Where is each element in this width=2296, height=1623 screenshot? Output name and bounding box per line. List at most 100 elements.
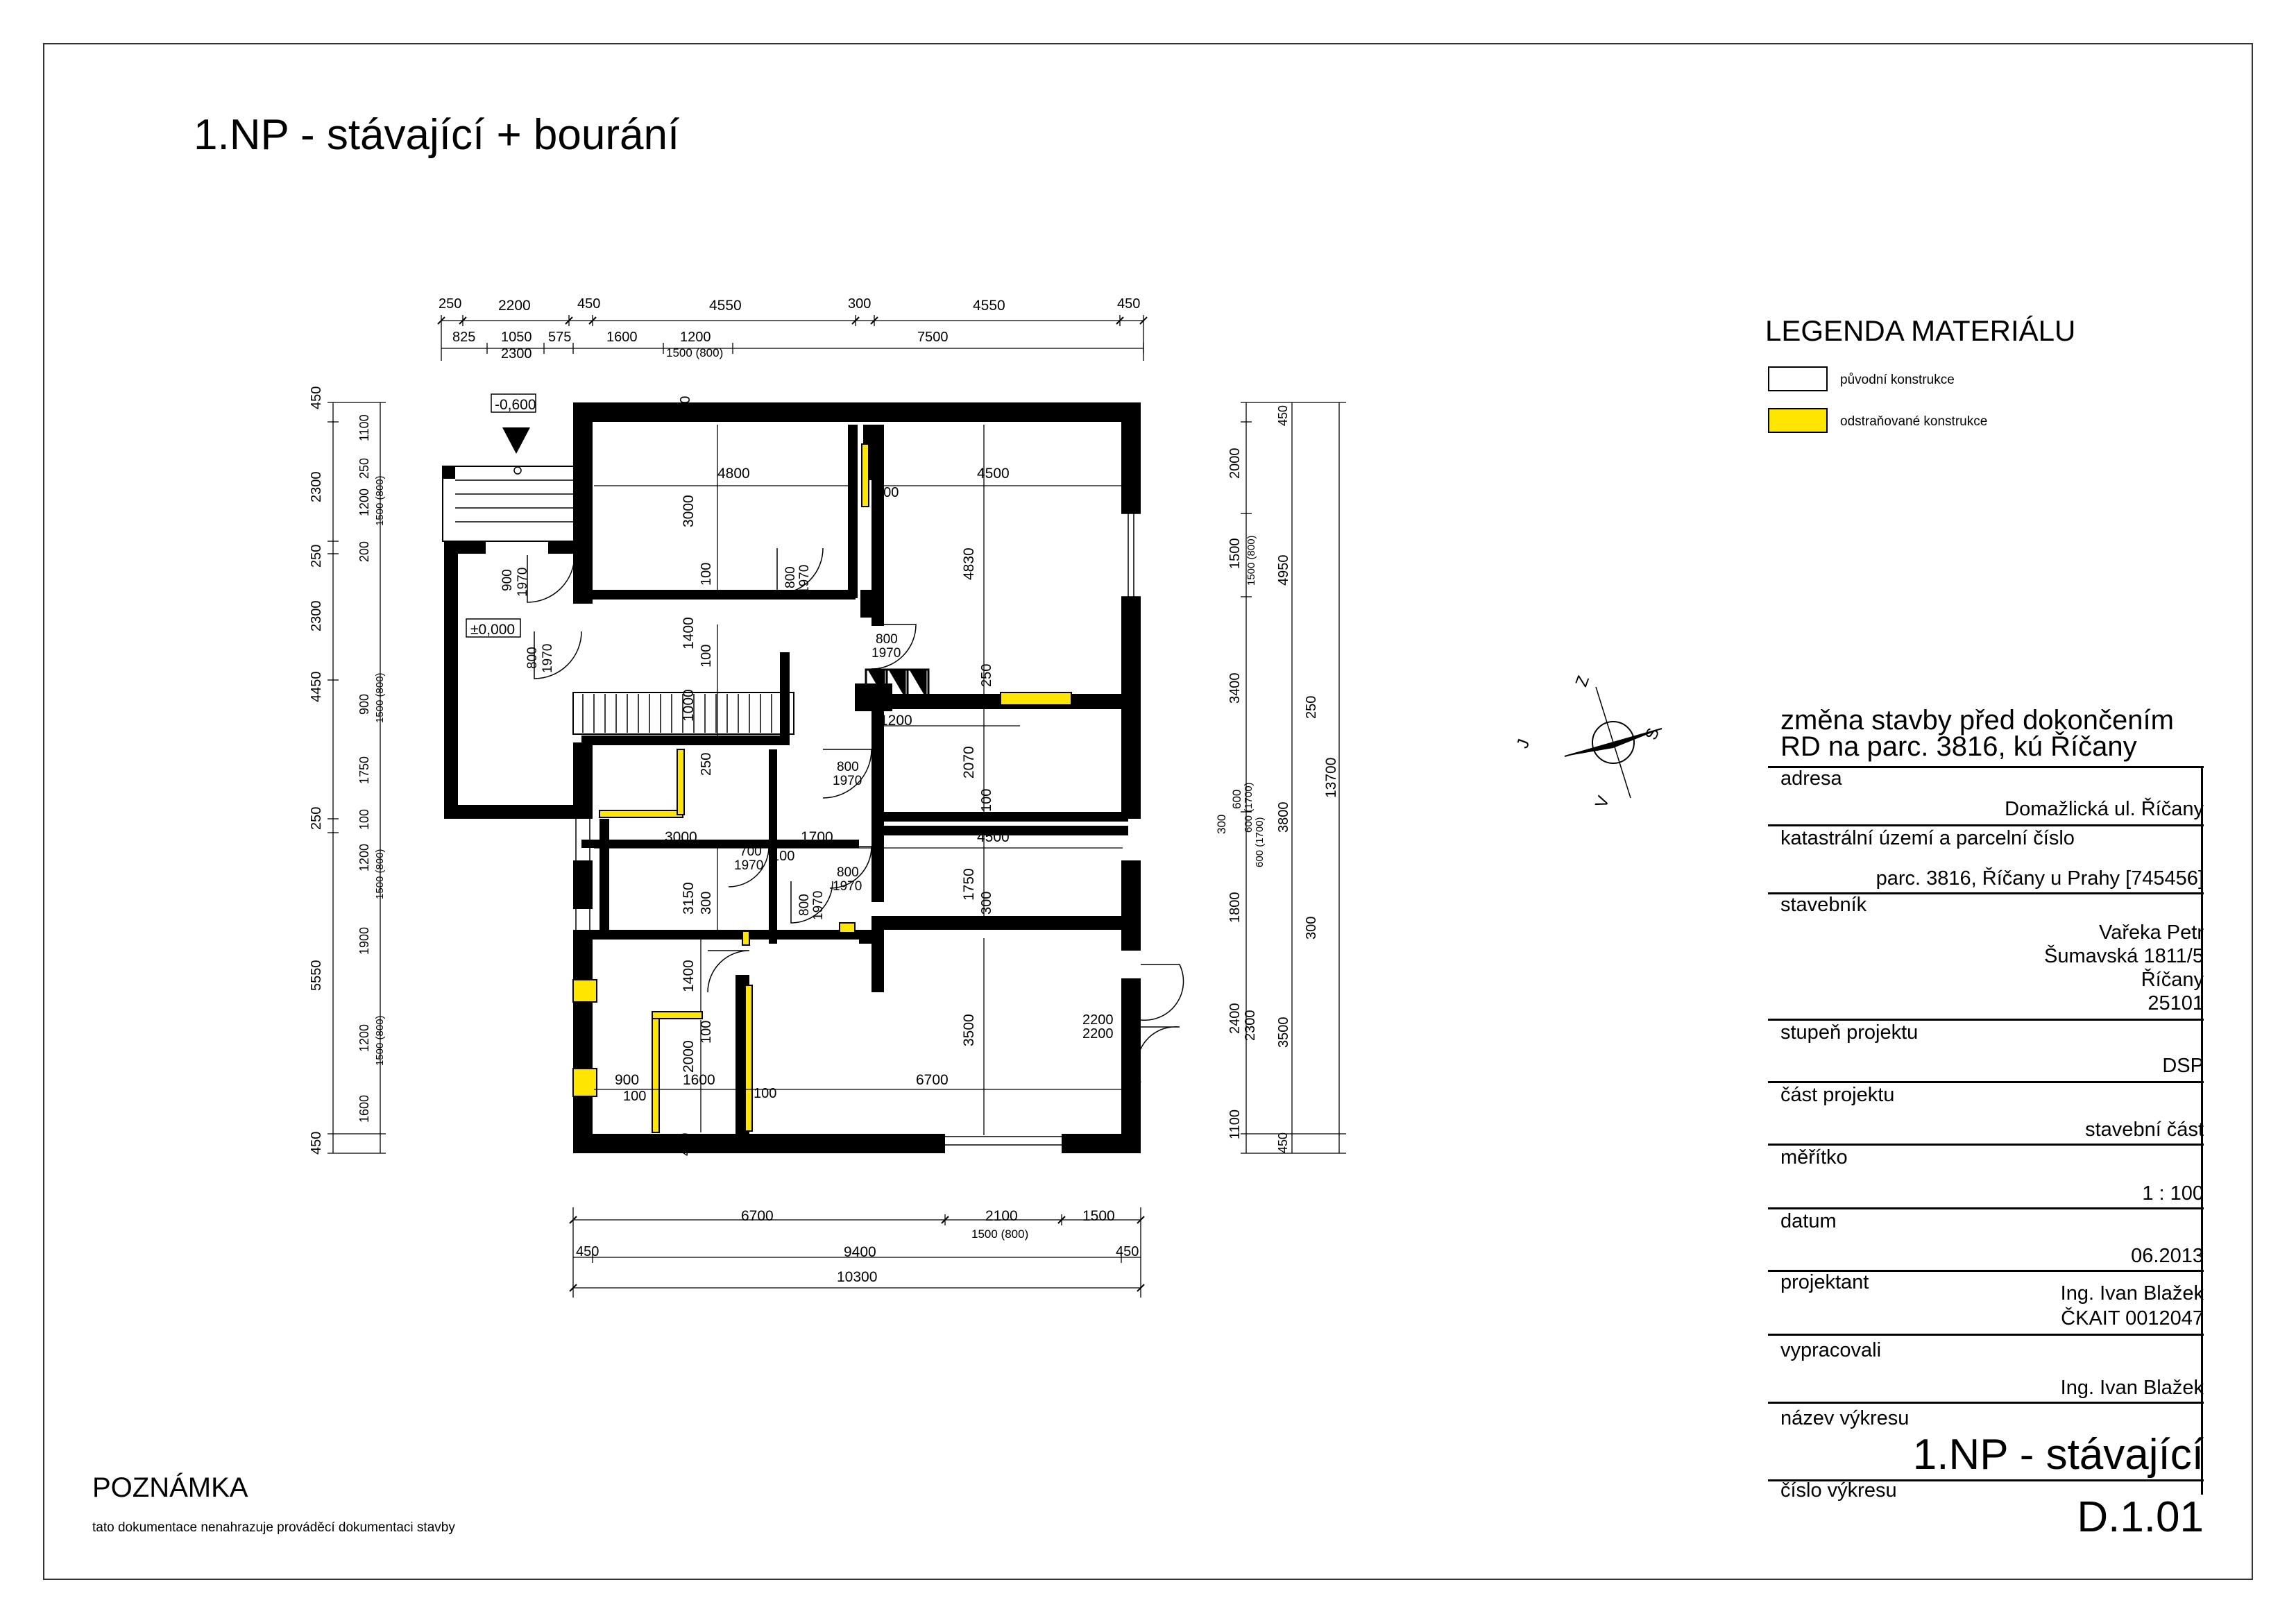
- dim: 3500: [961, 1014, 977, 1046]
- demo-4: [677, 749, 685, 815]
- dim: 1400: [681, 960, 697, 992]
- prepared-label: vypracovali: [1780, 1339, 1882, 1361]
- dim: 100: [979, 788, 994, 812]
- dim: 3000: [665, 829, 697, 845]
- dim: 1800: [1227, 892, 1243, 924]
- legend-label-original: původní konstrukce: [1840, 373, 1955, 387]
- wall-int-9: [871, 812, 1128, 822]
- designer-name: Ing. Ivan Blažek: [2060, 1282, 2204, 1305]
- dim: 1200: [357, 843, 371, 872]
- client-name: Vařeka Petr: [2099, 921, 2204, 944]
- dim: 9400: [844, 1244, 876, 1260]
- dim: 100: [699, 644, 714, 668]
- client-street: Šumavská 1811/5: [2044, 945, 2204, 967]
- dim: 100: [876, 485, 899, 500]
- wall-entry-top: [444, 541, 486, 554]
- wall-right-6: [1121, 978, 1141, 985]
- dim: 6700: [916, 1072, 949, 1088]
- client-zip: 25101: [2148, 992, 2204, 1014]
- dim: 1600: [357, 1094, 371, 1123]
- dim: 4550: [709, 298, 742, 314]
- dim: 1700: [801, 829, 833, 845]
- dim: 4500: [977, 466, 1010, 482]
- legend-label-demolition: odstraňované konstrukce: [1840, 414, 1988, 429]
- dim: 2300: [501, 346, 532, 362]
- tb-line: [1768, 824, 2204, 826]
- drawing-title: 1.NP - stávající + bourání: [194, 111, 679, 159]
- tb-line: [1768, 1479, 2204, 1481]
- door-height: 1970: [833, 774, 862, 788]
- dim: 1900: [357, 926, 371, 955]
- dim: 4800: [717, 466, 750, 482]
- wall-bottom-2: [1062, 1134, 1141, 1153]
- dim: 2400: [1227, 1003, 1243, 1035]
- dim: 7500: [917, 330, 949, 345]
- cadastre-value: parc. 3816, Říčany u Prahy [745456]: [1876, 867, 2204, 890]
- dim: 4500: [977, 829, 1010, 845]
- client-label: stavebník: [1780, 894, 1867, 916]
- dim: 3000: [681, 495, 697, 527]
- stair-outline: [572, 692, 794, 735]
- tb-line: [1768, 1270, 2204, 1272]
- stage-label: stupeň projektu: [1780, 1021, 1919, 1044]
- dim: 200: [357, 541, 371, 562]
- drawing-name-value: 1.NP - stávající: [1912, 1431, 2204, 1479]
- door-height: 1970: [541, 643, 555, 673]
- wall-left-upper: [573, 402, 593, 604]
- wall-int-2: [848, 425, 858, 598]
- dim: 1500 (800): [374, 1015, 386, 1066]
- date-label: datum: [1780, 1210, 1837, 1232]
- dim: 1200: [680, 330, 711, 345]
- tb-vline: [2201, 766, 2203, 1495]
- dim: 6700: [741, 1208, 774, 1224]
- dim: 100: [699, 562, 714, 586]
- scale-value: 1 : 100: [2142, 1182, 2204, 1205]
- level-triangle: [502, 427, 530, 454]
- demo-6: [572, 1068, 597, 1097]
- compass-rose: [1564, 686, 1663, 799]
- demo-3: [599, 810, 683, 818]
- level-box-floor: [466, 618, 521, 638]
- dim: 250: [309, 544, 324, 568]
- door-width: 800: [837, 760, 859, 774]
- project-title-line1: změna stavby před dokončením: [1780, 705, 2174, 736]
- wall-int-12: [581, 736, 790, 745]
- tb-line: [1768, 1019, 2204, 1021]
- wall-right-3: [1121, 860, 1141, 951]
- address-value: Domažlická ul. Říčany: [2005, 798, 2204, 820]
- dim: 1200: [880, 713, 912, 729]
- date-value: 06.2013: [2131, 1245, 2204, 1267]
- door-width: 800: [876, 632, 898, 647]
- dim: 250: [309, 806, 324, 830]
- door-width: 800: [783, 566, 798, 588]
- door-height: 1970: [734, 858, 764, 873]
- dim: 575: [548, 330, 572, 345]
- dim: 450: [577, 296, 601, 312]
- dim: 2100: [985, 1208, 1018, 1224]
- door-width: 800: [837, 865, 859, 880]
- demo-10: [839, 922, 856, 933]
- tb-line: [1768, 1144, 2204, 1146]
- dim: 4550: [973, 298, 1005, 314]
- wall-int-14: [581, 930, 880, 940]
- dim: 13700: [1323, 757, 1339, 798]
- windows: [447, 405, 1141, 1146]
- wall-int-17: [581, 840, 859, 848]
- dim: 2300: [309, 600, 324, 632]
- door-height: 1970: [516, 567, 530, 597]
- tb-line: [1768, 766, 2204, 768]
- door-swings: [527, 547, 1184, 1083]
- demo-9: [745, 985, 753, 1132]
- wall-int-5: [871, 425, 884, 626]
- dim: 1500 (800): [374, 672, 386, 723]
- wall-entry-top2: [548, 541, 583, 554]
- dim: 900: [615, 1072, 640, 1088]
- dim: 3500: [1276, 1017, 1291, 1048]
- dim: 100: [754, 1086, 777, 1101]
- client-city: Říčany: [2141, 969, 2204, 991]
- entrance-level: -0,600 ±0,000: [466, 393, 536, 638]
- dimension-lines: [328, 315, 1346, 1298]
- dim: 250: [439, 296, 462, 312]
- dim: 1500 (800): [971, 1227, 1029, 1241]
- dim: 2300: [1243, 1010, 1258, 1042]
